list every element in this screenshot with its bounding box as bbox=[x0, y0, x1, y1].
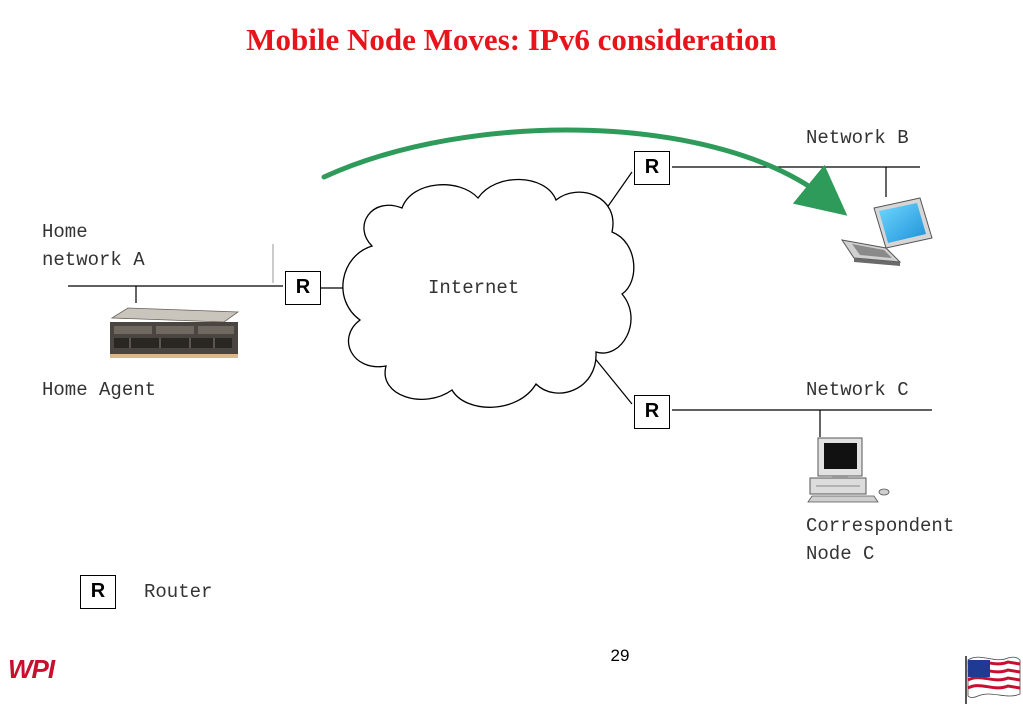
us-flag-icon bbox=[965, 656, 1021, 704]
page-number: 29 bbox=[610, 646, 630, 665]
desktop-computer-icon bbox=[807, 437, 890, 503]
correspondent-node-label: Correspondent Node C bbox=[806, 515, 955, 565]
home-network-label: Home network A bbox=[42, 221, 145, 271]
router-home: R bbox=[285, 271, 321, 305]
laptop-icon bbox=[840, 197, 933, 266]
cloud-icon bbox=[342, 178, 635, 408]
router-network-b: R bbox=[634, 151, 670, 185]
movement-arrow bbox=[321, 127, 848, 216]
network-b-label: Network B bbox=[806, 127, 909, 149]
link-cloud-router-b bbox=[603, 171, 633, 213]
router-network-c: R bbox=[634, 395, 670, 429]
home-agent-label: Home Agent bbox=[42, 379, 157, 401]
server-icon bbox=[110, 307, 240, 358]
internet-label: Internet bbox=[428, 277, 520, 299]
link-cloud-router-c bbox=[592, 355, 633, 405]
network-c-label: Network C bbox=[806, 379, 909, 401]
router-legend-box: R bbox=[80, 575, 116, 609]
wpi-logo: WPI bbox=[8, 654, 55, 684]
router-legend-label: Router bbox=[144, 581, 213, 603]
slide-title: Mobile Node Moves: IPv6 consideration bbox=[246, 22, 777, 57]
